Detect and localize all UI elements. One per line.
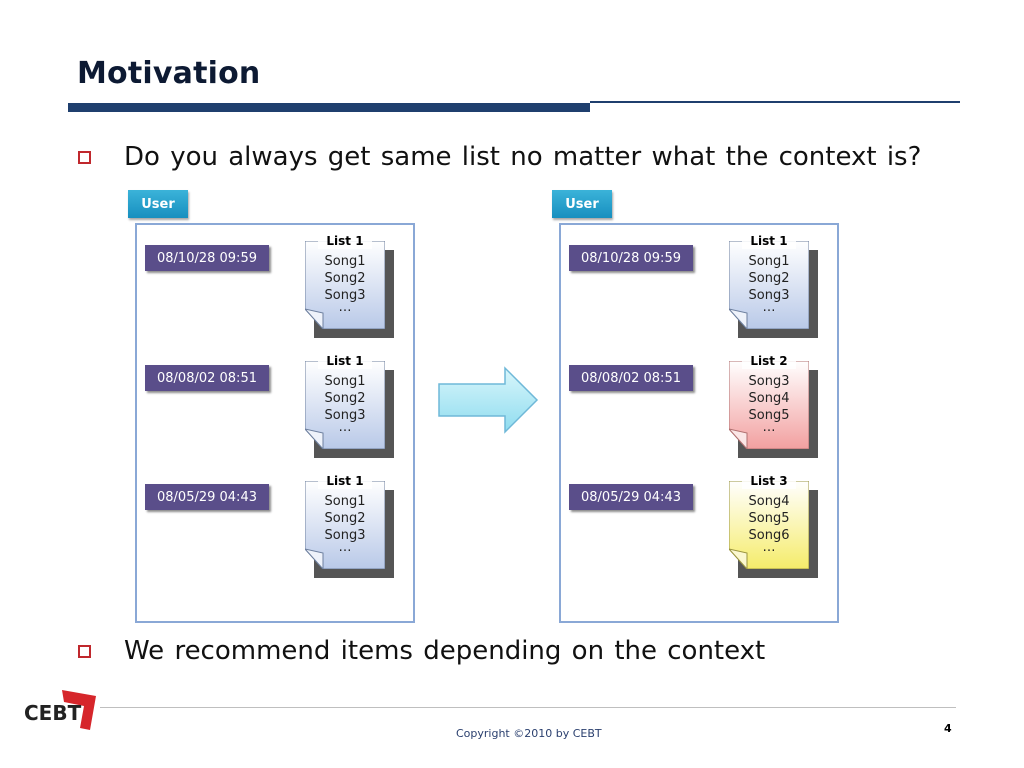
title-underline-thick bbox=[68, 103, 590, 112]
left-playlist-note-2: List 1 Song1 Song2 Song3 … bbox=[305, 353, 394, 458]
song-item: Song5 bbox=[748, 511, 790, 526]
song-item: … bbox=[338, 420, 352, 435]
right-timestamp-1: 08/10/28 09:59 bbox=[569, 245, 693, 271]
song-item: Song2 bbox=[748, 271, 790, 286]
song-item: … bbox=[338, 300, 352, 315]
song-item: Song4 bbox=[748, 494, 790, 509]
left-timestamp-2: 08/08/02 08:51 bbox=[145, 365, 269, 391]
song-item: Song3 bbox=[324, 288, 366, 303]
song-item: … bbox=[338, 540, 352, 555]
song-item: Song3 bbox=[324, 528, 366, 543]
cebt-logo: CEBT bbox=[24, 690, 96, 730]
right-playlist-note-3: List 3 Song4 Song5 Song6 … bbox=[729, 473, 818, 578]
right-panel: 08/10/28 09:59 List 1 Song1 Song2 Song3 … bbox=[559, 223, 839, 623]
right-user-tag: User bbox=[552, 190, 612, 218]
right-list-label-1: List 1 bbox=[742, 233, 796, 249]
left-list-label-1: List 1 bbox=[318, 233, 372, 249]
right-arrow-icon bbox=[438, 366, 539, 434]
left-timestamp-3: 08/05/29 04:43 bbox=[145, 484, 269, 510]
song-item: Song2 bbox=[324, 511, 366, 526]
left-song-list-3: Song1 Song2 Song3 … bbox=[305, 493, 385, 555]
right-song-list-1: Song1 Song2 Song3 … bbox=[729, 253, 809, 315]
footer-divider bbox=[100, 707, 956, 708]
song-item: Song1 bbox=[324, 254, 366, 269]
right-timestamp-3: 08/05/29 04:43 bbox=[569, 484, 693, 510]
left-user-tag: User bbox=[128, 190, 188, 218]
right-list-label-2: List 2 bbox=[742, 353, 796, 369]
right-song-list-2: Song3 Song4 Song5 … bbox=[729, 373, 809, 435]
right-playlist-note-1: List 1 Song1 Song2 Song3 … bbox=[729, 233, 818, 338]
right-timestamp-2: 08/08/02 08:51 bbox=[569, 365, 693, 391]
song-item: Song1 bbox=[748, 254, 790, 269]
song-item: … bbox=[762, 540, 776, 555]
square-bullet-icon bbox=[78, 644, 91, 658]
song-item: Song1 bbox=[324, 374, 366, 389]
bullet-2-text: We recommend items depending on the cont… bbox=[124, 636, 766, 666]
song-item: Song3 bbox=[748, 288, 790, 303]
song-item: … bbox=[762, 300, 776, 315]
left-timestamp-1: 08/10/28 09:59 bbox=[145, 245, 269, 271]
slide-title: Motivation bbox=[77, 56, 261, 91]
logo-text: CEBT bbox=[24, 701, 82, 725]
right-playlist-note-2: List 2 Song3 Song4 Song5 … bbox=[729, 353, 818, 458]
bullet-1: Do you always get same list no matter wh… bbox=[78, 140, 958, 174]
square-bullet-icon bbox=[78, 150, 91, 164]
left-list-label-2: List 1 bbox=[318, 353, 372, 369]
song-item: … bbox=[762, 420, 776, 435]
title-underline-thin bbox=[590, 101, 960, 103]
song-item: Song3 bbox=[748, 374, 790, 389]
left-playlist-note-1: List 1 Song1 Song2 Song3 … bbox=[305, 233, 394, 338]
right-list-label-3: List 3 bbox=[742, 473, 796, 489]
song-item: Song4 bbox=[748, 391, 790, 406]
song-item: Song2 bbox=[324, 271, 366, 286]
left-song-list-1: Song1 Song2 Song3 … bbox=[305, 253, 385, 315]
song-item: Song1 bbox=[324, 494, 366, 509]
bullet-1-text: Do you always get same list no matter wh… bbox=[124, 142, 922, 172]
page-number: 4 bbox=[944, 722, 952, 735]
left-list-label-3: List 1 bbox=[318, 473, 372, 489]
bullet-2: We recommend items depending on the cont… bbox=[78, 634, 958, 668]
left-song-list-2: Song1 Song2 Song3 … bbox=[305, 373, 385, 435]
song-item: Song5 bbox=[748, 408, 790, 423]
left-panel: 08/10/28 09:59 List 1 Song1 Song2 Song3 … bbox=[135, 223, 415, 623]
left-playlist-note-3: List 1 Song1 Song2 Song3 … bbox=[305, 473, 394, 578]
song-item: Song2 bbox=[324, 391, 366, 406]
footer-copyright: Copyright ©2010 by CEBT bbox=[456, 727, 602, 740]
song-item: Song6 bbox=[748, 528, 790, 543]
right-song-list-3: Song4 Song5 Song6 … bbox=[729, 493, 809, 555]
song-item: Song3 bbox=[324, 408, 366, 423]
